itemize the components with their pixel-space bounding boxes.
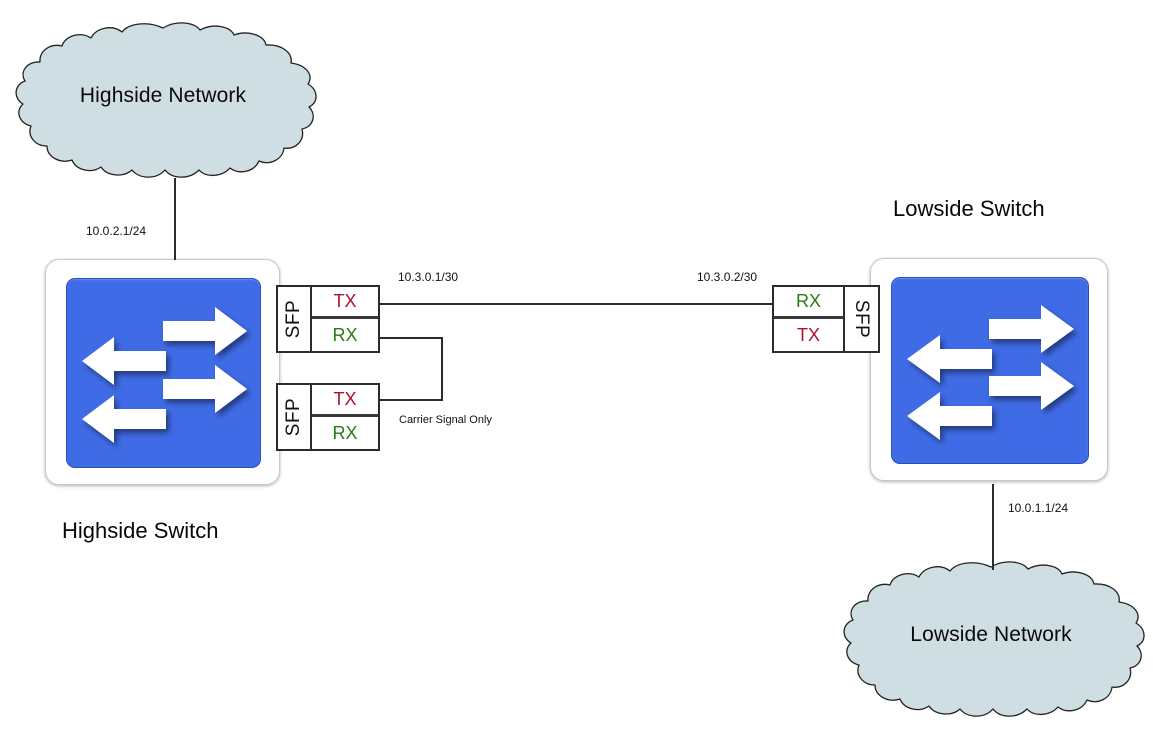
- arrow-right-lower: [163, 365, 247, 413]
- arrow-left-upper: [907, 335, 992, 383]
- highside-sfp-bottom-rx-port[interactable]: RX: [312, 417, 378, 449]
- lowside-uplink-ip-label: 10.0.1.1/24: [1008, 501, 1069, 515]
- loopback-wire-top: [380, 337, 443, 339]
- loopback-wire-vertical: [441, 337, 443, 401]
- cloud-shape-highside: [15, 22, 317, 178]
- lowside-switch-title: Lowside Switch: [893, 196, 1045, 221]
- loopback-wire-bottom: [380, 399, 443, 401]
- arrow-left-lower: [907, 392, 992, 440]
- lowside-sfp-tx-port[interactable]: TX: [774, 319, 843, 351]
- highside-switch-body: [66, 278, 261, 468]
- highside-sfp-top-ports: TX RX: [312, 287, 378, 351]
- highside-sfp-top-rx-port[interactable]: RX: [312, 319, 378, 351]
- lowside-sfp-module[interactable]: RX TX SFP: [772, 285, 880, 353]
- cloud-shape-lowside: [843, 561, 1145, 717]
- lowside-sfp-label-cell: SFP: [843, 287, 878, 351]
- highside-network-label: Highside Network: [79, 84, 247, 107]
- highside-network-cloud: Highside Network: [8, 22, 318, 182]
- highside-sfp-top-module[interactable]: SFP TX RX: [276, 285, 380, 353]
- highside-sfp-bottom-ports: TX RX: [312, 385, 378, 449]
- arrow-right-lower: [989, 362, 1074, 410]
- lowside-switch-body: [891, 277, 1089, 464]
- lowside-network-cloud: Lowside Network: [836, 561, 1146, 721]
- highside-sfp-top-label-cell: SFP: [278, 287, 312, 351]
- highside-switch-title: Highside Switch: [62, 518, 219, 543]
- arrow-right-upper: [989, 305, 1074, 353]
- sfp-module-label: SFP: [283, 397, 305, 437]
- highside-sfp-bottom-label-cell: SFP: [278, 385, 312, 449]
- switch-traffic-arrows-highside: [82, 307, 247, 443]
- highside-sfp-bottom-tx-port[interactable]: TX: [312, 385, 378, 417]
- carrier-signal-note-label: Carrier Signal Only: [399, 414, 492, 426]
- highside-sfp-top-tx-port[interactable]: TX: [312, 287, 378, 319]
- switch-traffic-arrows-lowside: [907, 305, 1074, 440]
- highside-uplink-ip-label: 10.0.2.1/24: [86, 224, 147, 238]
- arrow-right-upper: [163, 307, 247, 355]
- lowside-sfp-ports: RX TX: [774, 287, 843, 351]
- lowside-switch-chassis[interactable]: [870, 258, 1108, 481]
- sfp-module-label: SFP: [851, 299, 873, 339]
- highside-sfp-bottom-module[interactable]: SFP TX RX: [276, 383, 380, 451]
- sfp-module-label: SFP: [283, 299, 305, 339]
- arrow-left-lower: [82, 395, 166, 443]
- highside-to-lowside-link-wire: [380, 303, 772, 305]
- lowside-sfp-rx-port[interactable]: RX: [774, 287, 843, 319]
- lowside-downlink-wire: [992, 484, 994, 570]
- lowside-link-ip-label: 10.3.0.2/30: [697, 270, 758, 284]
- highside-uplink-wire: [174, 178, 176, 260]
- highside-link-ip-label: 10.3.0.1/30: [398, 270, 459, 284]
- lowside-network-label: Lowside Network: [910, 623, 1072, 646]
- highside-switch-chassis[interactable]: [45, 259, 280, 485]
- arrow-left-upper: [82, 337, 166, 385]
